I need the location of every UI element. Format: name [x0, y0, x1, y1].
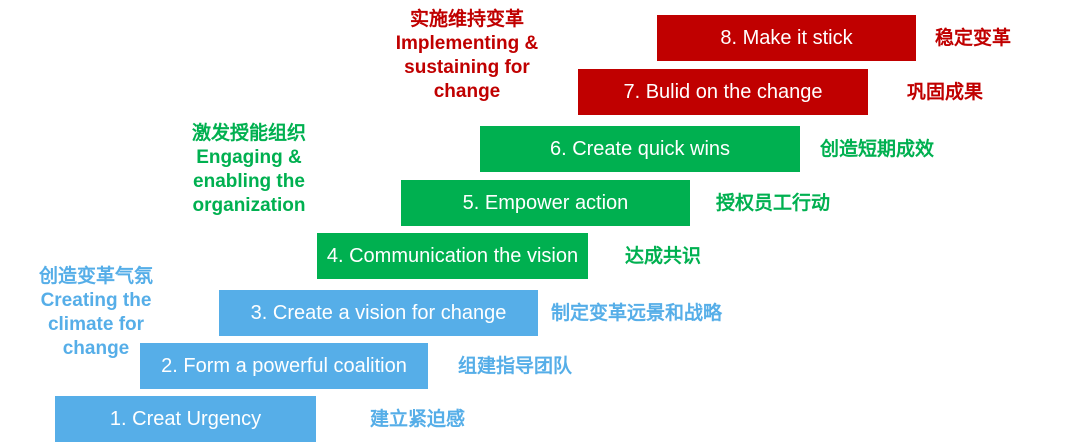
step-2-cn: 组建指导团队: [458, 355, 573, 377]
phase-en-line: sustaining for: [404, 57, 530, 78]
phase-label-climate: 创造变革气氛 Creating the climate for change: [39, 265, 153, 361]
phase-cn: 创造变革气氛: [38, 266, 154, 287]
step-1-cn: 建立紧迫感: [370, 408, 466, 430]
phase-en-line: change: [433, 81, 501, 102]
phase-cn: 实施维持变革: [409, 9, 525, 30]
step-5-cn: 授权员工行动: [716, 192, 831, 214]
step-3-bar: 3. Create a vision for change: [219, 290, 538, 336]
step-4-bar: 4. Communication the vision: [317, 233, 588, 279]
step-6-cn: 创造短期成效: [820, 138, 935, 160]
step-7-cn: 巩固成果: [907, 81, 984, 103]
step-2-bar: 2. Form a powerful coalition: [140, 343, 428, 389]
phase-label-engaging: 激发授能组织 Engaging & enabling the organizat…: [192, 122, 306, 218]
phase-en-line: Engaging &: [196, 147, 302, 168]
step-6-bar: 6. Create quick wins: [480, 126, 800, 172]
phase-en-line: enabling the: [193, 171, 305, 192]
step-8-cn: 稳定变革: [935, 27, 1012, 49]
phase-en-line: Creating the: [40, 290, 152, 311]
phase-en-line: change: [62, 338, 130, 359]
step-5-bar: 5. Empower action: [401, 180, 690, 226]
step-7-bar: 7. Bulid on the change: [578, 69, 868, 115]
phase-en-line: Implementing &: [395, 33, 539, 54]
phase-cn: 激发授能组织: [191, 123, 307, 144]
phase-en-line: climate for: [47, 314, 145, 335]
step-8-bar: 8. Make it stick: [657, 15, 916, 61]
step-3-cn: 制定变革远景和战略: [551, 302, 723, 324]
phase-label-implementing: 实施维持变革 Implementing & sustaining for cha…: [396, 8, 539, 104]
step-4-cn: 达成共识: [625, 245, 702, 267]
step-1-bar: 1. Creat Urgency: [55, 396, 316, 442]
phase-en-line: organization: [192, 195, 306, 216]
